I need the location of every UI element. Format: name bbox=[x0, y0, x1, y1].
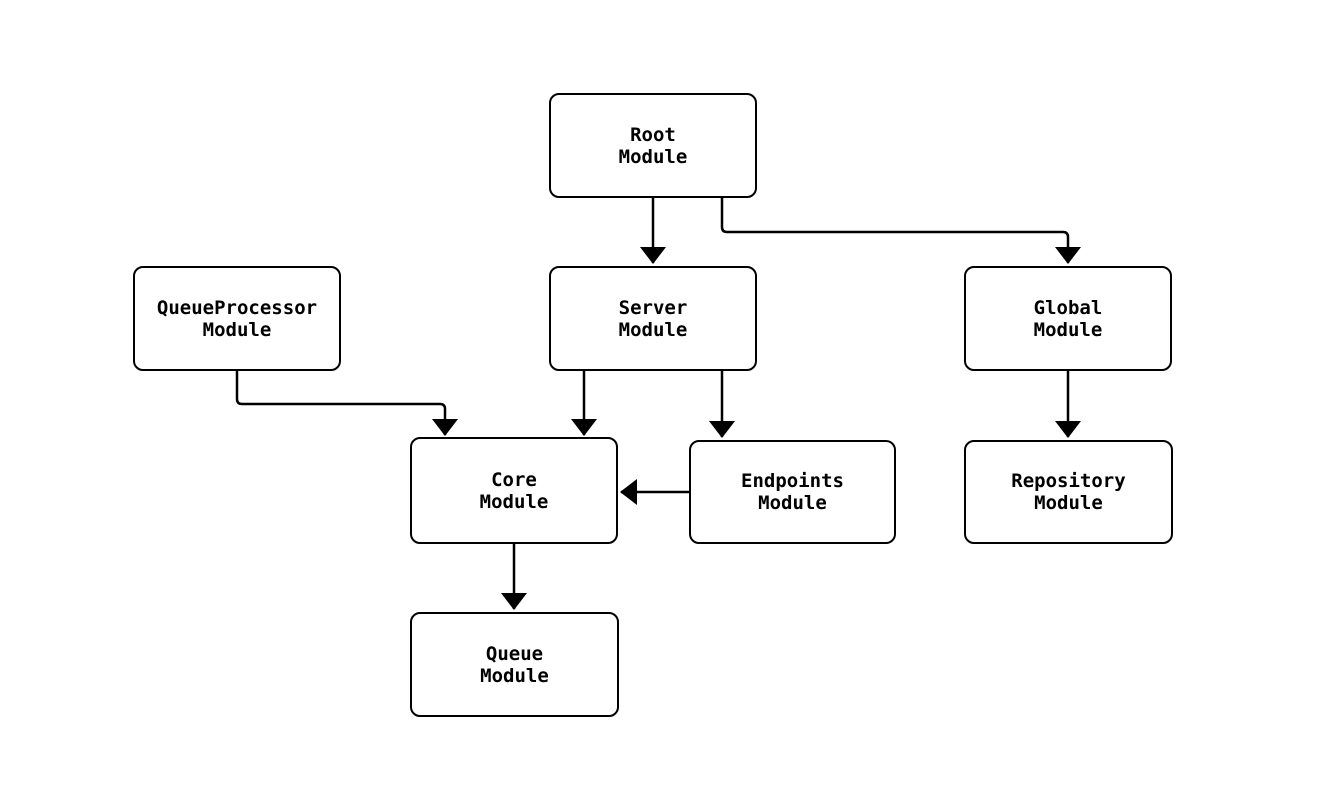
node-global-module-label: Global Module bbox=[1033, 296, 1103, 341]
edge-queueprocessor-to-core bbox=[235, 371, 458, 436]
node-global-module: Global Module bbox=[964, 266, 1172, 371]
node-server-module-label: Server Module bbox=[618, 296, 688, 341]
node-queueprocessor-module: QueueProcessor Module bbox=[133, 266, 341, 371]
node-queue-module-label: Queue Module bbox=[480, 642, 549, 687]
node-queue-module: Queue Module bbox=[410, 612, 619, 717]
node-core-module-label: Core Module bbox=[479, 468, 549, 513]
node-root-module: Root Module bbox=[549, 93, 757, 198]
node-queueprocessor-module-label: QueueProcessor Module bbox=[156, 296, 318, 341]
node-repository-module: Repository Module bbox=[964, 440, 1173, 544]
node-server-module: Server Module bbox=[549, 266, 757, 371]
edge-root-to-global bbox=[720, 198, 1081, 264]
node-endpoints-module-label: Endpoints Module bbox=[741, 470, 844, 514]
node-root-module-label: Root Module bbox=[618, 123, 688, 168]
node-core-module: Core Module bbox=[410, 437, 618, 544]
node-endpoints-module: Endpoints Module bbox=[689, 440, 896, 544]
node-repository-module-label: Repository Module bbox=[1011, 470, 1126, 514]
